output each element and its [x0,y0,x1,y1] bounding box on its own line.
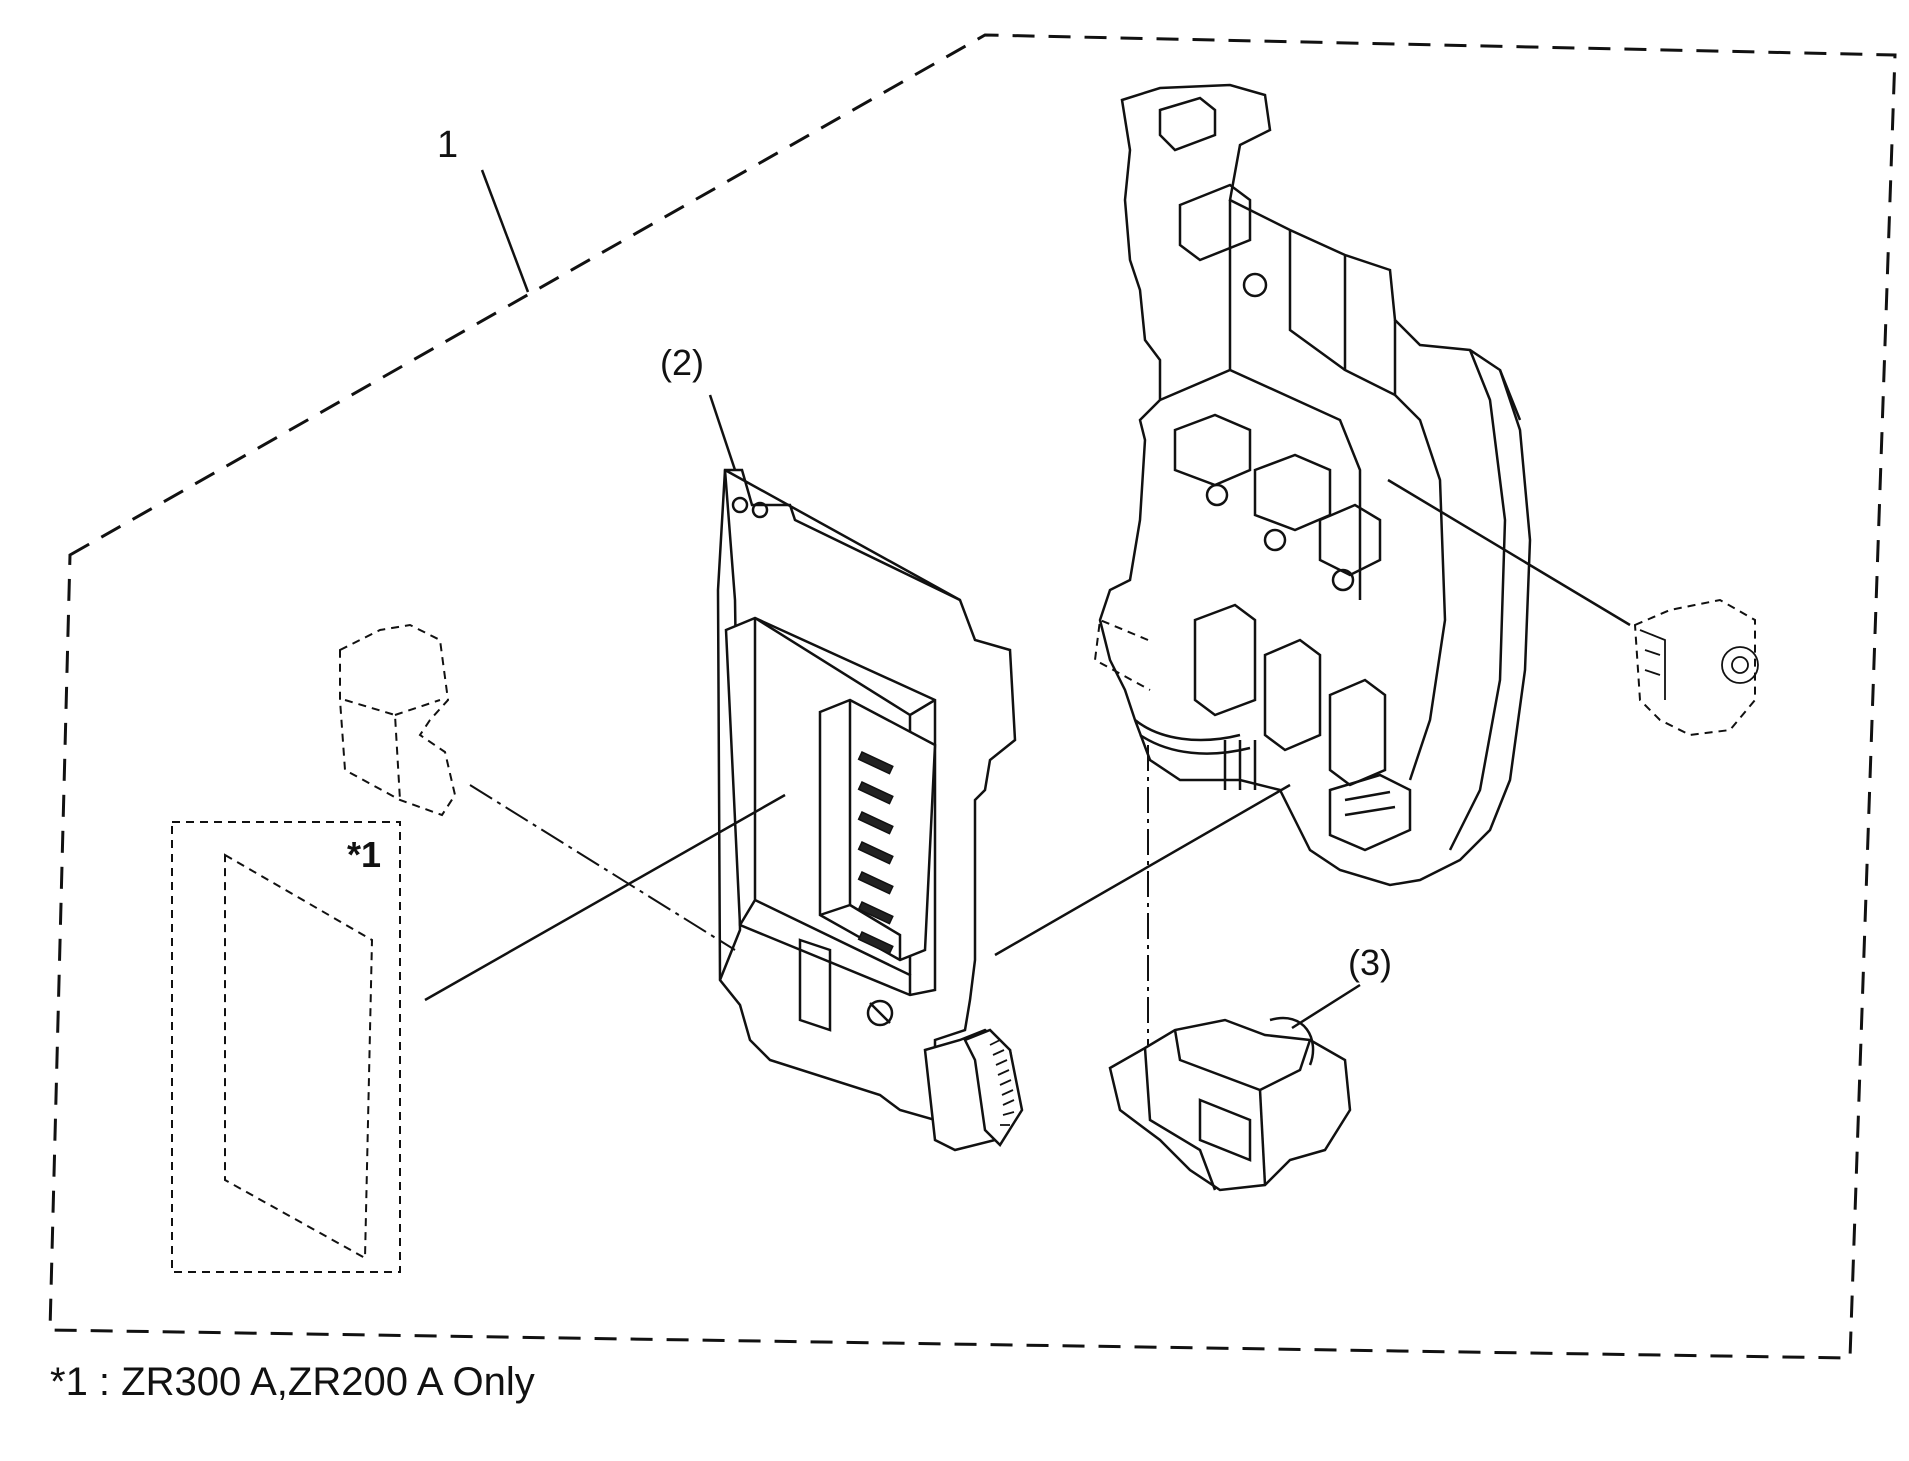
assembly-line-tape [469,784,736,951]
tape-piece-part [339,623,457,817]
callout-1-leader [480,169,530,293]
callout-label-1: 1 [437,124,459,166]
assembly-line-switch [1387,478,1631,627]
card-slot-frame-part [716,468,1017,1122]
battery-door-part [1093,83,1532,887]
callout-3-leader [1291,983,1361,1030]
assembly-line-sheet [424,793,786,1002]
assembly-line-card [994,783,1291,957]
callout-2-leader [708,394,737,471]
footnote: *1 : ZR300 A,ZR200 A Only [50,1360,535,1404]
connector-part [1108,1016,1352,1192]
callout-label-2: (2) [660,342,704,383]
note-mark-label: *1 [347,834,382,875]
assembly-boundary [48,33,1897,1360]
sheet-label-part [171,821,401,1273]
switch-part [1633,598,1759,737]
card-holder-part [923,1028,1024,1152]
card-contacts [857,751,894,955]
callout-label-3: (3) [1348,942,1392,983]
